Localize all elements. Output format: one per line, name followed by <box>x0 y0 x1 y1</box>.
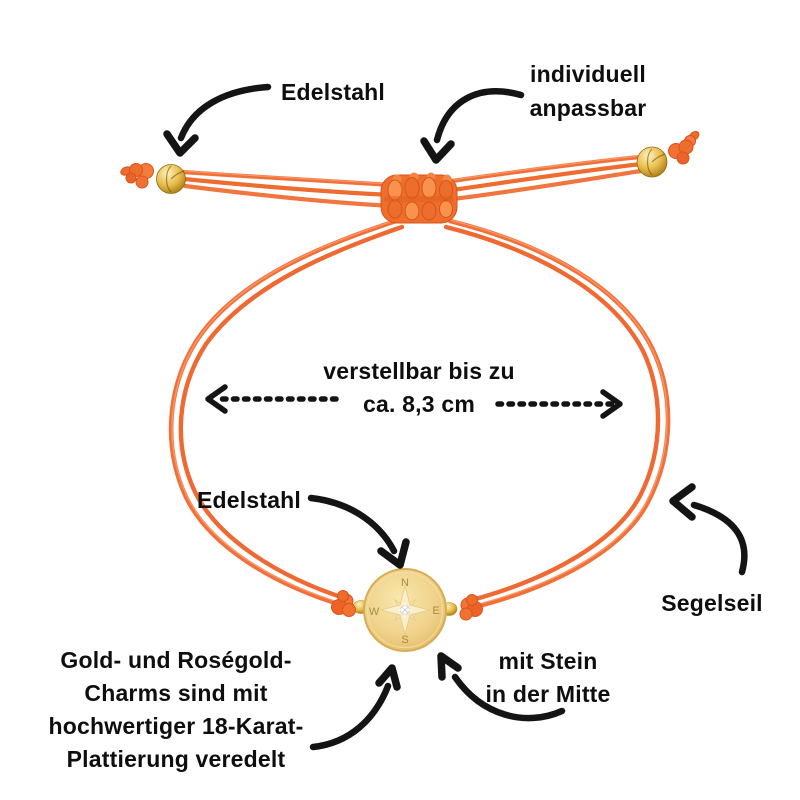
label-individuell-line2: anpassbar <box>529 95 647 121</box>
compass-letters: N E S W <box>369 577 440 646</box>
compass-letter-n: N <box>401 577 409 589</box>
compass-letter-e: E <box>432 605 439 617</box>
label-plating-line2: Charms sind mit <box>84 680 268 706</box>
arrow-to-charm-bottom <box>309 664 401 751</box>
label-mit-stein-line2: in der Mitte <box>485 681 611 707</box>
cord-loop <box>168 218 671 610</box>
cord-tails <box>180 154 644 209</box>
right-steel-bead <box>636 146 668 178</box>
label-mit-stein: mit Stein in der Mitte <box>485 645 610 711</box>
arrow-to-left-bead <box>163 83 272 157</box>
label-verstellbar-line1: verstellbar bis zu <box>323 358 515 384</box>
arrow-to-cord <box>669 483 748 576</box>
annotation-arrows <box>163 83 748 751</box>
arrow-to-charm-top <box>307 494 410 569</box>
charm-left-knot <box>331 590 356 617</box>
right-end-knot <box>668 130 700 165</box>
slider-knot <box>380 172 458 224</box>
compass-letter-s: S <box>401 634 408 646</box>
arrow-to-charm-stone <box>437 652 566 722</box>
left-steel-bead <box>156 164 186 194</box>
label-edelstahl-bead: Edelstahl <box>280 79 386 105</box>
label-plating-line1: Gold- und Roségold- <box>60 647 292 673</box>
label-plating: Gold- und Roségold- Charms sind mit hoch… <box>49 644 304 776</box>
compass-letter-w: W <box>369 606 380 618</box>
label-edelstahl-charm: Edelstahl <box>196 487 302 513</box>
left-end-knot <box>120 163 154 189</box>
arrow-to-slider-knot <box>420 88 525 164</box>
label-plating-line3: hochwertiger 18-Karat- <box>48 713 304 739</box>
charm-stone <box>398 603 412 617</box>
label-mit-stein-line1: mit Stein <box>498 648 598 674</box>
measure-arrow-left <box>205 384 339 414</box>
label-individuell-line1: individuell <box>530 61 646 87</box>
label-verstellbar: verstellbar bis zu ca. 8,3 cm <box>323 355 515 421</box>
measure-arrow-right <box>495 389 623 419</box>
label-individuell-anpassbar: individuell anpassbar <box>530 57 647 125</box>
charm-right-knot <box>459 594 483 621</box>
label-segelseil: Segelseil <box>661 590 763 616</box>
label-verstellbar-line2: ca. 8,3 cm <box>363 391 475 417</box>
label-plating-line4: Plattierung veredelt <box>66 746 286 772</box>
compass-charm: N E S W <box>352 568 458 652</box>
